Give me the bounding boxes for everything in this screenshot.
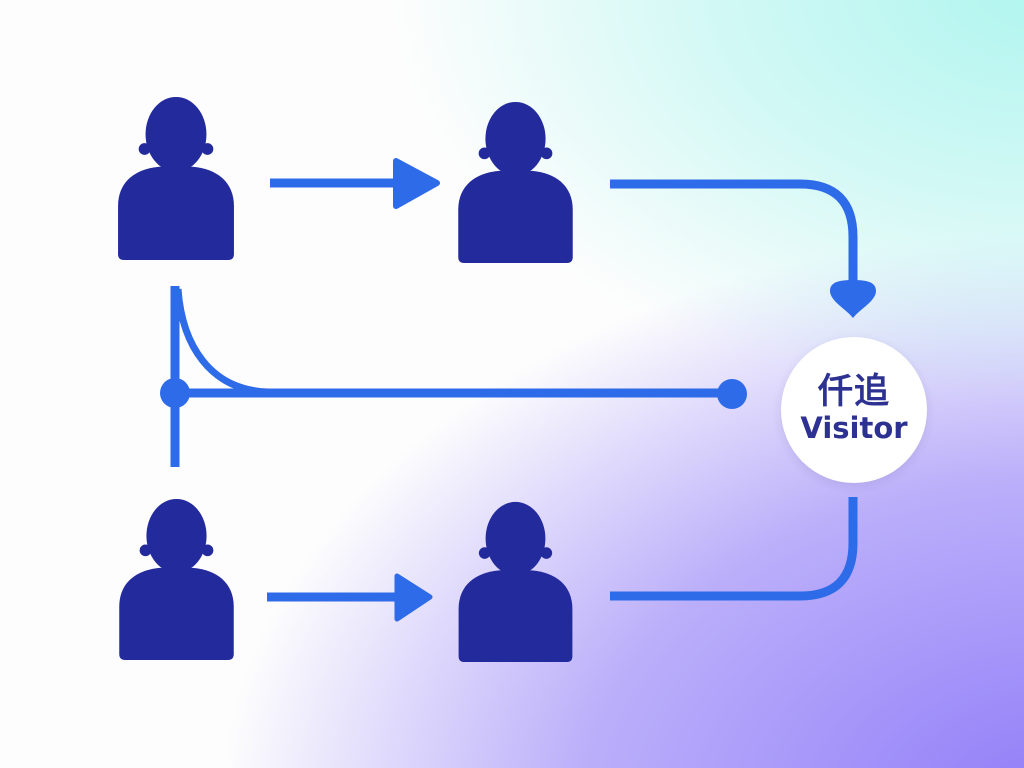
person-icon <box>118 96 234 260</box>
arrow-head-down-icon <box>830 280 876 318</box>
arrow-head-icon <box>393 158 440 209</box>
junction-dot-left <box>160 378 190 408</box>
visitor-node-label-en: Visitor <box>800 411 908 446</box>
junction-curve <box>174 288 269 396</box>
person-icon <box>458 501 573 662</box>
person-icon <box>119 498 234 660</box>
connector-bottom-right <box>610 497 858 601</box>
visitor-node-label-cjk: 仟追 <box>817 372 890 413</box>
connector-top-right <box>610 179 858 284</box>
junction-dot-right <box>717 379 747 409</box>
arrow-head-icon <box>394 573 433 622</box>
person-icon <box>458 101 573 263</box>
visitor-node: 仟追 Visitor <box>781 337 927 483</box>
